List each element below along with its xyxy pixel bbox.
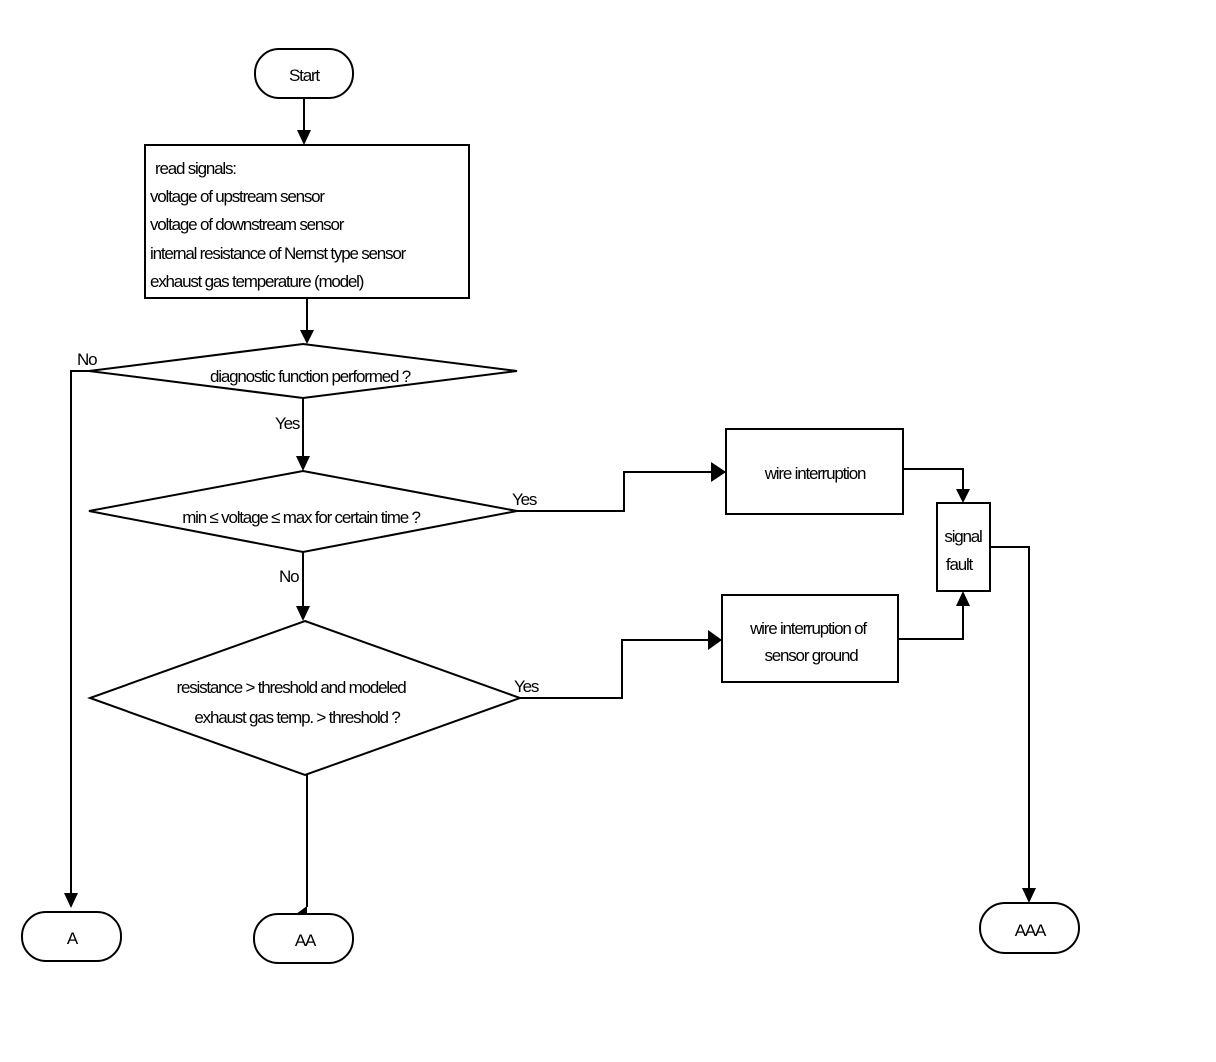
decision3-line-2: exhaust gas temp. > threshold ?	[194, 708, 400, 727]
start-node: Start	[254, 48, 354, 99]
decision-diagnostic-performed: diagnostic function performed ?	[88, 342, 518, 400]
terminal-aa-label: AA	[295, 931, 317, 950]
terminal-aa: AA	[253, 913, 354, 964]
decision-resistance-threshold: resistance > threshold and modeled exhau…	[87, 619, 523, 777]
decision2-no-label: No	[279, 567, 299, 586]
signal-fault-line-2: fault	[946, 555, 974, 574]
decision-voltage-range: min ≤ voltage ≤ max for certain time ?	[88, 469, 518, 554]
arrow-decision2-yes-to-wire-interruption	[517, 462, 726, 512]
arrow-decision2-no-to-decision3	[296, 552, 310, 621]
decision1-yes-label: Yes	[275, 414, 300, 433]
arrow-decision1-yes-to-decision2	[296, 398, 310, 471]
arrow-signal-fault-to-aaa	[990, 546, 1036, 903]
arrow-decision3-to-aa	[296, 775, 308, 922]
decision3-yes-label: Yes	[514, 677, 539, 696]
start-label: Start	[289, 66, 320, 85]
read-box-line-1: read signals:	[155, 159, 236, 178]
wire-ground-box: wire interruption of sensor ground	[721, 594, 899, 683]
signal-fault-line-1: signal	[944, 527, 982, 546]
wire-interruption-label: wire interruption	[764, 464, 866, 483]
terminal-aaa-label: AAA	[1015, 921, 1047, 940]
wire-ground-line-2: sensor ground	[764, 646, 858, 665]
arrow-read-to-decision1	[300, 298, 314, 344]
arrow-start-to-read	[297, 98, 311, 145]
terminal-aaa: AAA	[979, 902, 1080, 954]
terminal-a-label: A	[67, 929, 79, 948]
decision3-line-1: resistance > threshold and modeled	[176, 678, 406, 697]
arrow-wire-ground-to-signal-fault	[898, 591, 970, 640]
arrow-decision3-yes-to-wire-ground	[520, 630, 722, 699]
read-box-line-5: exhaust gas temperature (model)	[150, 272, 364, 291]
wire-ground-line-1: wire interruption of	[749, 619, 867, 638]
decision1-label: diagnostic function performed ?	[210, 367, 411, 386]
arrow-wire-interruption-to-signal-fault	[903, 468, 970, 503]
decision2-label: min ≤ voltage ≤ max for certain time ?	[182, 508, 420, 527]
read-box-line-3: voltage of downstream sensor	[150, 215, 345, 234]
read-box-line-2: voltage of upstream sensor	[150, 187, 325, 206]
decision1-no-label: No	[77, 350, 97, 369]
arrow-decision1-no-to-a	[64, 370, 89, 908]
wire-interruption-box: wire interruption	[725, 428, 904, 515]
read-signals-box: read signals: voltage of upstream sensor…	[144, 144, 470, 299]
read-box-line-4: internal resistance of Nernst type senso…	[150, 244, 407, 263]
terminal-a: A	[21, 911, 122, 962]
signal-fault-box: signal fault	[936, 502, 991, 592]
decision2-yes-label: Yes	[512, 490, 537, 509]
